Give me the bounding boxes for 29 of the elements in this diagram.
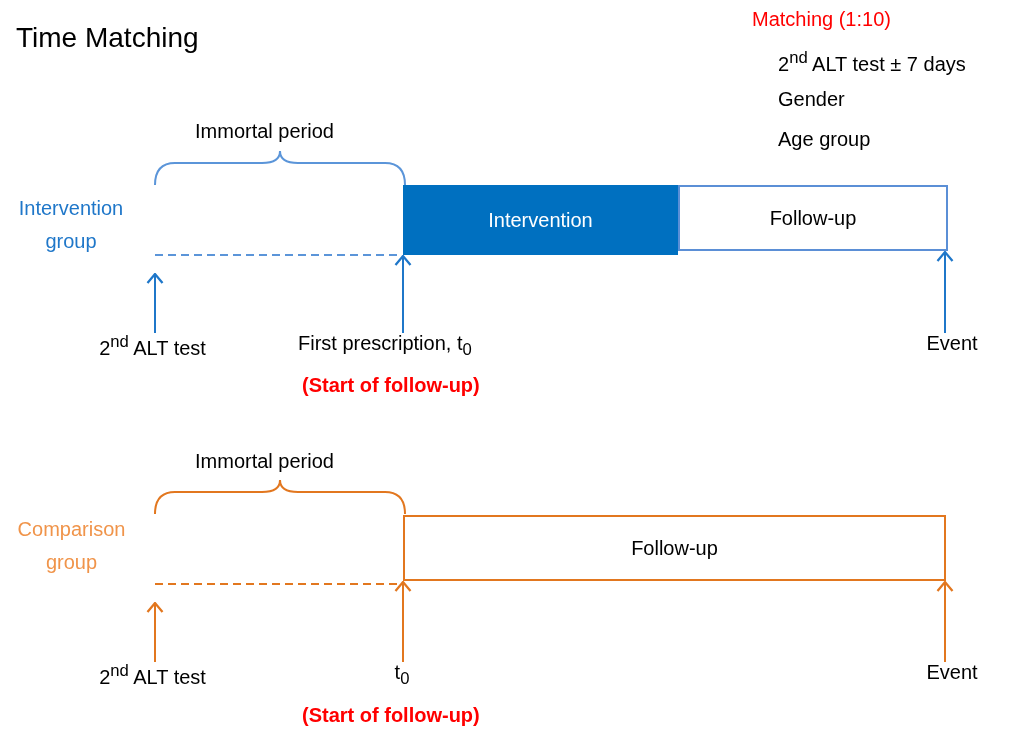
arrow [394, 254, 412, 334]
period-label: Immortal period [195, 450, 334, 473]
note-label: (Start of follow-up) [302, 374, 480, 397]
matching-criterion: 2$^{nd}$ ALT test ± 7 days [778, 48, 966, 76]
arrow [146, 272, 164, 334]
event-label: 2$^{nd}$ ALT test [70, 332, 235, 360]
matching-criterion: Gender [778, 88, 845, 111]
matching-heading: Matching (1:10) [752, 8, 891, 31]
bar-text: Intervention [488, 208, 593, 232]
event-label: 2$^{nd}$ ALT test [70, 661, 235, 689]
event-label: Event [900, 332, 1004, 355]
intervention-bar [403, 185, 678, 255]
event-label: First prescription, t$_{0}$ [298, 332, 472, 360]
arrow [394, 580, 412, 663]
bar-text: Follow-up [769, 206, 857, 230]
arrow [936, 580, 954, 663]
period-label: Immortal period [195, 120, 334, 143]
diagram-title: Time Matching [16, 22, 199, 54]
group-label: Comparison group [16, 517, 127, 575]
arrow [936, 250, 954, 334]
arrow [146, 601, 164, 663]
note-label: (Start of follow-up) [302, 704, 480, 727]
follow-up-bar [403, 515, 946, 581]
group-label: Intervention group [17, 196, 125, 254]
event-label: t$_{0}$ [380, 661, 424, 689]
event-label: Event [900, 661, 1004, 684]
follow-up-bar [678, 185, 948, 251]
matching-criterion: Age group [778, 128, 871, 151]
bar-text: Follow-up [631, 536, 718, 560]
